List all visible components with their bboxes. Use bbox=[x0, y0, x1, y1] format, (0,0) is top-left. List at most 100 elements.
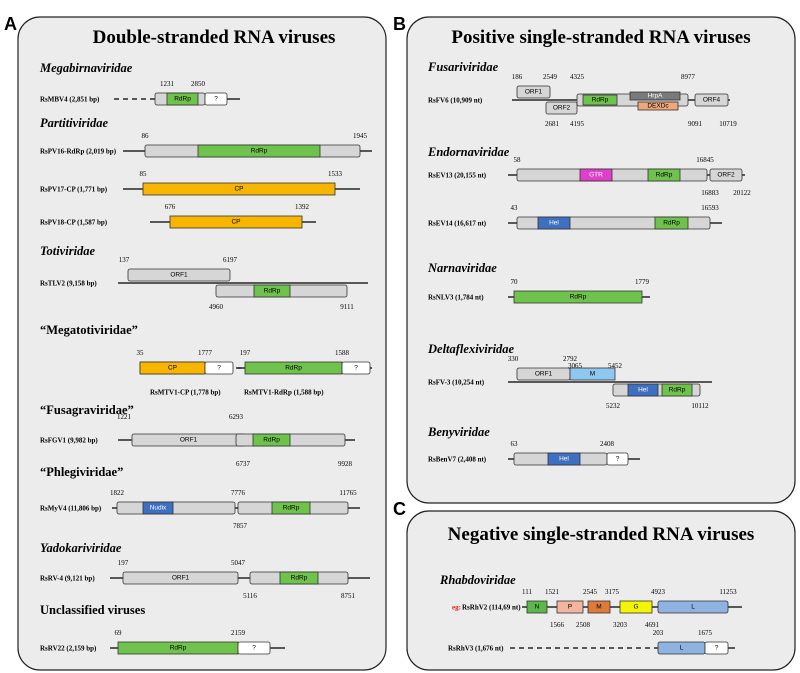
virus-name: RsRV-4 (9,121 bp) bbox=[40, 575, 95, 583]
gene-box-n bbox=[526, 600, 548, 614]
gene-box-orf bbox=[235, 433, 346, 447]
coordinate-label: 43 bbox=[511, 204, 519, 212]
gene-label: CP bbox=[231, 219, 240, 226]
gene-box-rdrp bbox=[661, 383, 693, 397]
coordinate-label: 5047 bbox=[231, 559, 246, 567]
coordinate-label: 2408 bbox=[600, 440, 615, 448]
family-label: Megabirnaviridae bbox=[39, 61, 133, 75]
family-label: Rhabdoviridae bbox=[439, 573, 516, 587]
coordinate-label: 11253 bbox=[719, 588, 737, 596]
gene-label: HrpA bbox=[648, 93, 663, 100]
gene-box-rdrp bbox=[647, 168, 681, 182]
coordinate-label: 2549 bbox=[543, 73, 558, 81]
coordinate-label: 16845 bbox=[696, 156, 714, 164]
coordinate-label: 3065 bbox=[568, 362, 583, 370]
coordinate-label: 2792 bbox=[563, 355, 578, 363]
gene-box-rdrp bbox=[271, 501, 311, 515]
coordinate-label: 1533 bbox=[328, 170, 343, 178]
coordinate-label: 5116 bbox=[243, 592, 257, 600]
coordinate-label: 6737 bbox=[236, 460, 251, 468]
gene-label: ORF1 bbox=[170, 272, 188, 279]
gene-label: P bbox=[568, 604, 572, 611]
coordinate-label: 3203 bbox=[613, 621, 628, 629]
gene-label: ? bbox=[214, 96, 218, 103]
gene-label: Hel bbox=[638, 387, 648, 394]
gene-label: L bbox=[691, 604, 695, 611]
coordinate-label: 1675 bbox=[698, 629, 713, 637]
gene-box-p bbox=[556, 600, 584, 614]
gene-box-rdrp bbox=[513, 290, 643, 304]
family-label: Fusariviridae bbox=[427, 60, 499, 74]
gene-box-orf2 bbox=[545, 101, 578, 115]
coordinate-label: 1231 bbox=[160, 80, 175, 88]
coordinate-label: 330 bbox=[508, 355, 519, 363]
gene-box-unknown bbox=[704, 641, 729, 655]
gene-label: M bbox=[590, 371, 595, 378]
family-label: Narnaviridae bbox=[427, 261, 497, 275]
gene-label: ORF1 bbox=[180, 437, 198, 444]
coordinate-label: 7857 bbox=[233, 522, 248, 530]
gene-label: RdRp bbox=[174, 96, 191, 103]
gene-label: ORF1 bbox=[525, 89, 543, 96]
gene-box-orf bbox=[116, 501, 236, 515]
gene-box-unknown bbox=[204, 92, 228, 106]
virus-name: RsFV-3 (10,254 nt) bbox=[428, 379, 485, 387]
coordinate-label: 2508 bbox=[576, 621, 591, 629]
gene-label: CP bbox=[234, 186, 243, 193]
gene-label: RdRp bbox=[264, 288, 281, 295]
gene-label: RdRp bbox=[656, 172, 673, 179]
coordinate-label: 4195 bbox=[570, 120, 585, 128]
family-label: Yadokariviridae bbox=[40, 541, 122, 555]
gene-box-orf2 bbox=[709, 168, 743, 182]
panel-c-label: C bbox=[393, 499, 406, 519]
coordinate-label: 1221 bbox=[117, 413, 132, 421]
gene-label: RdRp bbox=[285, 365, 302, 372]
coordinate-label: 5452 bbox=[608, 362, 623, 370]
gene-box-orf1 bbox=[127, 268, 231, 282]
coordinate-label: 1392 bbox=[295, 203, 310, 211]
coordinate-label: 1777 bbox=[198, 349, 213, 357]
family-label: Benyviridae bbox=[427, 425, 490, 439]
family-label: Totiviridae bbox=[40, 244, 96, 258]
coordinate-label: 6293 bbox=[229, 413, 244, 421]
coordinate-label: 86 bbox=[142, 132, 150, 140]
coordinate-label: 10112 bbox=[691, 402, 709, 410]
gene-box-rdrp bbox=[279, 571, 319, 585]
coordinate-label: 6197 bbox=[223, 256, 238, 264]
coordinate-label: 7776 bbox=[231, 489, 246, 497]
family-label: Endornaviridae bbox=[427, 145, 510, 159]
virus-name: RsMBV4 (2,851 bp) bbox=[40, 96, 100, 104]
gene-label: RdRp bbox=[592, 97, 609, 104]
gene-label: ORF1 bbox=[172, 575, 190, 582]
gene-label: ORF1 bbox=[535, 371, 553, 378]
virus-name: RsEV14 (16,617 nt) bbox=[428, 220, 487, 228]
family-label: “Fusagraviridae” bbox=[40, 403, 134, 417]
virus-name: RsTLV2 (9,158 bp) bbox=[40, 280, 97, 288]
coordinate-label: 676 bbox=[165, 203, 176, 211]
gene-box-gtr bbox=[579, 168, 613, 182]
coordinate-label: 5232 bbox=[606, 402, 621, 410]
gene-label: Hel bbox=[559, 456, 569, 463]
coordinate-label: 9111 bbox=[340, 303, 354, 311]
gene-label: ? bbox=[252, 645, 256, 652]
panel-c-title: Negative single-stranded RNA viruses bbox=[448, 524, 755, 545]
gene-label: RdRp bbox=[251, 148, 268, 155]
coordinate-label: 9928 bbox=[338, 460, 353, 468]
gene-label: RdRp bbox=[291, 575, 308, 582]
gene-box-rdrp bbox=[166, 92, 199, 106]
coordinate-label: 4960 bbox=[209, 303, 224, 311]
virus-name: RsRV22 (2,159 bp) bbox=[40, 645, 97, 653]
virus-name: RsBenV7 (2,408 nt) bbox=[428, 456, 487, 464]
gene-label: ? bbox=[354, 365, 358, 372]
virus-name: RsEV13 (20,155 nt) bbox=[428, 172, 487, 180]
